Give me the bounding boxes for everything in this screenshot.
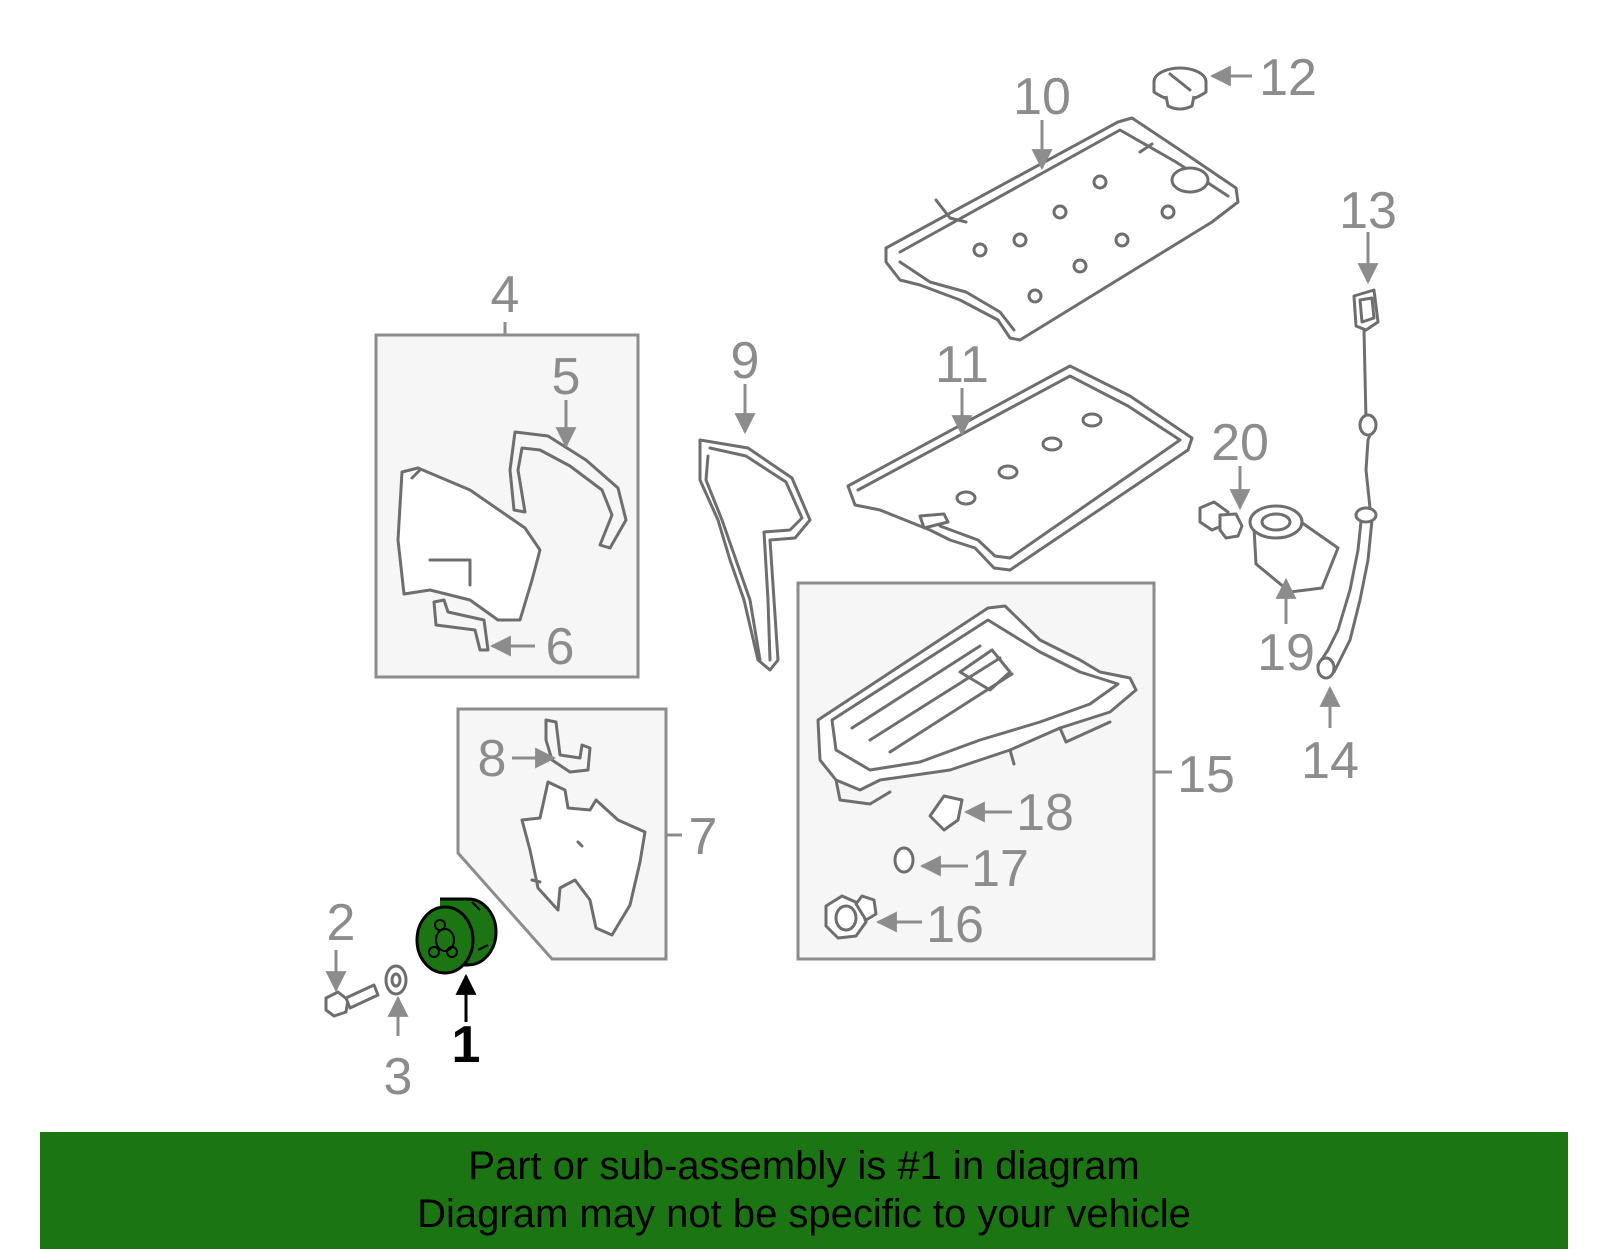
callout-15[interactable]: 15 (1177, 746, 1235, 804)
part-dipstick-tube[interactable] (1316, 506, 1378, 680)
callout-12[interactable]: 12 (1259, 49, 1317, 107)
part-oil-pan[interactable] (816, 604, 1138, 806)
part-timing-cover-gasket[interactable] (508, 430, 628, 550)
callout-18[interactable]: 18 (1016, 784, 1074, 842)
part-18[interactable] (928, 794, 964, 832)
leader-lines (325, 65, 1379, 1036)
part-washer-3[interactable] (384, 964, 408, 996)
part-timing-belt[interactable] (698, 438, 812, 672)
callout-16[interactable]: 16 (926, 896, 984, 954)
callout-14[interactable]: 14 (1301, 732, 1359, 790)
part-dipstick[interactable] (1352, 288, 1380, 510)
callout-7[interactable]: 7 (689, 808, 718, 866)
part-20[interactable] (1198, 500, 1244, 540)
callout-1[interactable]: 1 (452, 1016, 481, 1074)
callout-labels: 1 2 3 4 5 6 7 8 9 10 11 12 13 14 15 16 1… (327, 49, 1397, 1106)
callout-6[interactable]: 6 (546, 618, 575, 676)
callout-8[interactable]: 8 (478, 730, 507, 788)
callout-5[interactable]: 5 (552, 348, 581, 406)
part-valve-cover[interactable] (884, 116, 1240, 342)
info-banner: Part or sub-assembly is #1 in diagram Di… (40, 1132, 1568, 1249)
callout-17[interactable]: 17 (971, 840, 1029, 898)
part-bolt-2[interactable] (324, 983, 380, 1018)
part-oil-filter[interactable] (1248, 504, 1340, 594)
part-17[interactable] (893, 846, 915, 874)
callout-13[interactable]: 13 (1339, 182, 1397, 240)
callout-11[interactable]: 11 (935, 336, 989, 394)
callout-10[interactable]: 10 (1013, 68, 1071, 126)
callout-3[interactable]: 3 (384, 1048, 413, 1106)
part-timing-cover-upper[interactable] (396, 466, 542, 622)
banner-line-selected-part: Part or sub-assembly is #1 in diagram (468, 1144, 1140, 1188)
part-timing-cover-lower[interactable] (520, 780, 647, 937)
part-16[interactable] (824, 894, 878, 940)
part-valve-cover-gasket[interactable] (846, 364, 1194, 572)
callout-19[interactable]: 19 (1257, 624, 1315, 682)
callout-20[interactable]: 20 (1211, 414, 1269, 472)
part-crankshaft-pulley[interactable] (415, 897, 498, 975)
banner-line-disclaimer: Diagram may not be specific to your vehi… (417, 1192, 1191, 1236)
callout-4[interactable]: 4 (491, 266, 520, 324)
part-oil-filler-cap[interactable] (1152, 66, 1208, 111)
callout-2[interactable]: 2 (327, 894, 356, 952)
callout-9[interactable]: 9 (731, 332, 760, 390)
part-bracket-6[interactable] (432, 598, 490, 652)
